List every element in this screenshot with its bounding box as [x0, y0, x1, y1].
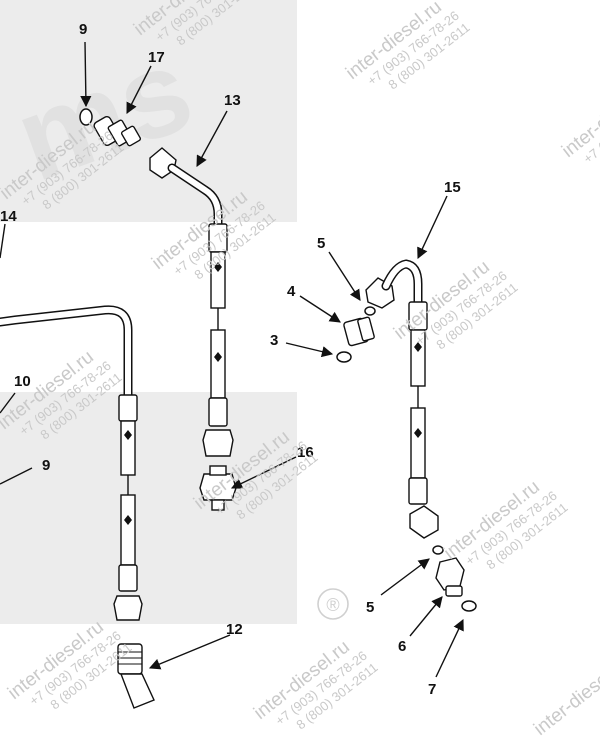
o-ring-9-top	[79, 108, 93, 126]
pipe-assembly-13	[149, 147, 234, 457]
svg-text:®: ®	[326, 595, 339, 615]
callout-label: 3	[270, 332, 278, 349]
callout-labels: 9 17 13 14 10 9 5 4 3 15 16 12 5 6 7	[0, 21, 461, 698]
hose-diamond-mark	[124, 430, 132, 440]
callout-label: 12	[226, 621, 243, 638]
leader-lines	[0, 41, 464, 678]
adapter-fitting-17	[93, 116, 142, 147]
callout-label: 9	[42, 457, 50, 474]
watermark-block: inter-diesel.ru +7 (903) 766-78-26 8 (80…	[558, 75, 600, 167]
o-ring-5-bottom	[432, 545, 444, 555]
callout-label: 10	[14, 373, 31, 390]
adapter-fitting-4	[343, 316, 375, 347]
callout-label: 16	[297, 444, 314, 461]
callout-label: 13	[224, 92, 241, 109]
hose-diamond-mark	[124, 515, 132, 525]
hose-diamond-mark	[414, 342, 422, 352]
watermark-block: inter-diesel.ru	[530, 653, 600, 738]
watermark-block: inter-diesel.ru +7 (903) 766-78-26 8 (80…	[4, 617, 134, 713]
callout-label: 4	[287, 283, 296, 300]
callout-label: 14	[0, 208, 17, 225]
o-ring-5-top	[364, 306, 376, 316]
bg-panel-bottom	[0, 392, 297, 624]
svg-text:inter-diesel.ru: inter-diesel.ru	[530, 653, 600, 738]
callout-label: 6	[398, 638, 406, 655]
elbow-fitting-12	[117, 643, 155, 709]
registered-mark: ®	[317, 588, 349, 620]
callout-label: 5	[317, 235, 325, 252]
pipe-assembly-15	[365, 259, 439, 539]
callout-label: 17	[148, 49, 165, 66]
hose-diamond-mark	[414, 428, 422, 438]
adapter-fitting-6	[435, 557, 465, 597]
o-ring-3	[336, 351, 352, 363]
hose-diamond-mark	[214, 352, 222, 362]
connector-fitting-16	[199, 465, 237, 511]
bg-panel-top	[0, 0, 297, 222]
watermark-block: inter-diesel.ru +7 (903) 766-78-26 8 (80…	[342, 0, 472, 92]
callout-label: 15	[444, 179, 461, 196]
watermark-block: inter-diesel.ru +7 (903) 766-78-26 8 (80…	[250, 637, 380, 733]
callout-label: 5	[366, 599, 374, 616]
callout-label: 9	[79, 21, 87, 38]
callout-label: 7	[428, 681, 436, 698]
hose-diamond-mark	[214, 262, 222, 272]
o-ring-7	[461, 600, 477, 612]
pipe-assembly-14	[0, 305, 143, 621]
